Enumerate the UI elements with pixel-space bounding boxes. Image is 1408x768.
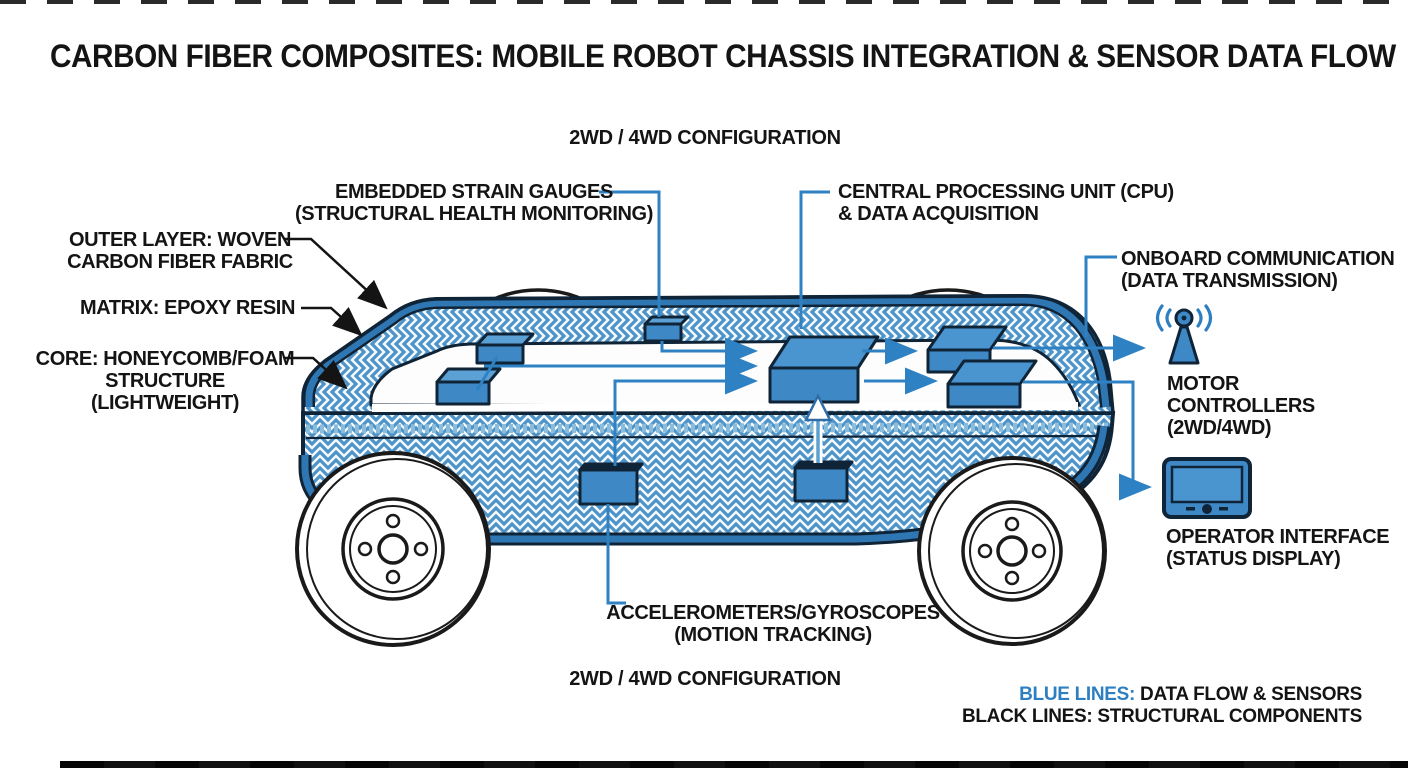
core-arrow	[284, 356, 348, 390]
accel1-to-cpu-line	[613, 367, 758, 466]
motor-to-monitor-line	[1023, 380, 1152, 501]
config-label-bottom: 2WD / 4WD CONFIGURATION	[569, 668, 841, 690]
legend-blue-lines: BLUE LINES: DATA FLOW & SENSORS	[1019, 684, 1362, 705]
wheel-front-right	[917, 456, 1107, 646]
label-outer-layer: OUTER LAYER: WOVEN CARBON FIBER FABRIC	[67, 229, 293, 273]
legend-black-lines: BLACK LINES: STRUCTURAL COMPONENTS	[961, 706, 1362, 727]
cpu-box	[768, 335, 880, 404]
sensor-diagonal-line	[475, 356, 499, 391]
strain-gauge-sensor	[643, 315, 690, 343]
label-motor-controllers: MOTOR CONTROLLERS (2WD/4WD)	[1167, 373, 1315, 439]
floor-sensor-2	[435, 367, 502, 406]
motor-controller-box	[946, 359, 1038, 409]
label-onboard-communication: ONBOARD COMMUNICATION (DATA TRANSMISSION…	[1121, 248, 1395, 292]
label-embedded-strain-gauges: EMBEDDED STRAIN GAUGES (STRUCTURAL HEALT…	[295, 181, 653, 225]
matrix-arrow	[301, 306, 363, 337]
annotation-arrows	[284, 237, 388, 390]
floor-sensor-1	[475, 332, 535, 365]
config-label-top: 2WD / 4WD CONFIGURATION	[569, 127, 841, 149]
label-operator-interface: OPERATOR INTERFACE (STATUS DISPLAY)	[1166, 526, 1390, 570]
accel2-to-cpu-arrow	[803, 393, 833, 463]
antenna-icon	[1155, 304, 1213, 365]
data-flow-lines	[475, 190, 1152, 605]
label-accelerometers: ACCELEROMETERS/GYROSCOPES (MOTION TRACKI…	[606, 602, 940, 646]
strain-label-line	[599, 190, 661, 317]
cpu-label-line	[799, 190, 830, 329]
top-edge-artifact	[0, 0, 1408, 4]
outer-layer-arrow	[284, 237, 388, 310]
accelerometer-1	[578, 462, 644, 506]
label-matrix-epoxy: MATRIX: EPOXY RESIN	[79, 297, 295, 319]
gauge-to-cpu-line	[660, 337, 758, 365]
accelerometer-2	[793, 460, 854, 503]
wheel-front-left	[295, 451, 491, 647]
label-cpu-data-acquisition: CENTRAL PROCESSING UNIT (CPU) & DATA ACQ…	[838, 181, 1174, 225]
label-core-honeycomb: CORE: HONEYCOMB/FOAM STRUCTURE (LIGHTWEI…	[35, 348, 295, 414]
accel-label-line	[606, 504, 626, 605]
page-title: CARBON FIBER COMPOSITES: MOBILE ROBOT CH…	[50, 38, 1396, 74]
legend: BLUE LINES: DATA FLOW & SENSORS BLACK LI…	[962, 684, 1362, 728]
bottom-edge-artifact	[60, 761, 1408, 768]
comm-label-line	[1084, 255, 1117, 337]
monitor-icon	[1162, 457, 1252, 519]
